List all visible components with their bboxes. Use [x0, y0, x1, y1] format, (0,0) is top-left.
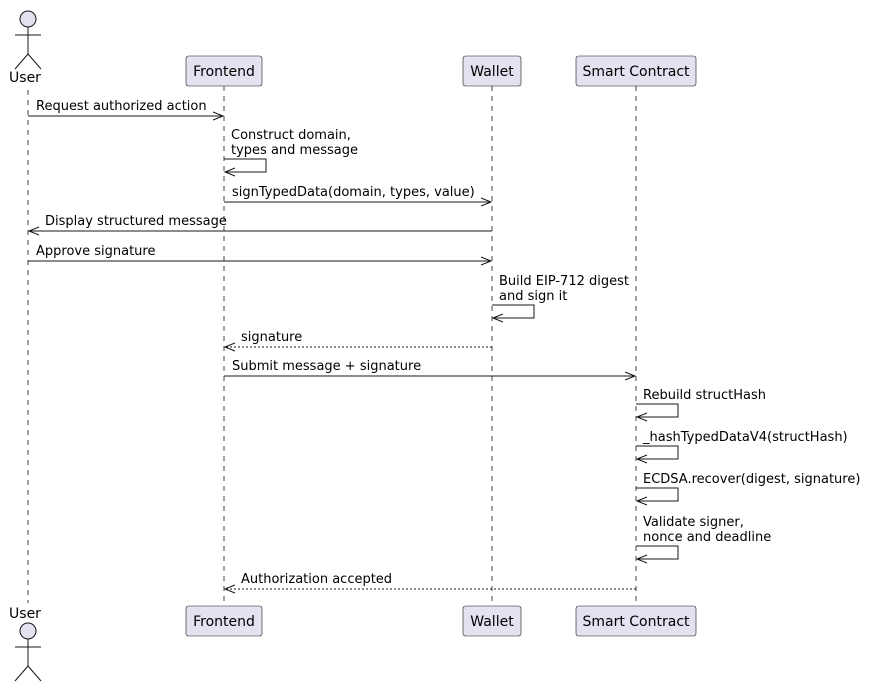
message-label: signature: [241, 330, 302, 345]
participant-label: Wallet: [470, 64, 514, 80]
message-label: nonce and deadline: [643, 530, 771, 545]
message-label: Request authorized action: [36, 99, 207, 114]
participant-box: [575, 605, 697, 637]
participant-label: User: [9, 70, 41, 86]
participant-box: [185, 55, 263, 87]
participant-box: [575, 55, 697, 87]
message-arrow-line: [636, 403, 679, 418]
message-arrow-line: [636, 487, 679, 502]
message-label: Construct domain,: [231, 128, 351, 143]
participant-user-top: User: [9, 10, 42, 86]
message-8: Submit message + signature: [224, 359, 637, 381]
arrowhead-icon: [223, 167, 236, 177]
participant-label: Frontend: [193, 614, 255, 630]
message-2: Construct domain,types and message: [223, 128, 358, 177]
message-label: _hashTypedDataV4(structHash): [642, 430, 848, 445]
participant-label: User: [9, 606, 41, 622]
arrowhead-icon: [624, 371, 637, 381]
arrowhead-icon: [491, 313, 504, 323]
actor-figure-icon: [14, 10, 42, 70]
message-7: signature: [223, 330, 492, 352]
participant-wallet-top: Wallet: [462, 55, 522, 87]
participant-label: Wallet: [470, 614, 514, 630]
message-label: types and message: [231, 143, 358, 158]
message-5: Approve signature: [28, 244, 493, 266]
participant-label: Smart Contract: [582, 64, 690, 80]
participant-label: Frontend: [193, 64, 255, 80]
message-1: Request authorized action: [28, 99, 225, 121]
arrowhead-icon: [223, 342, 236, 352]
arrowhead-icon: [480, 197, 493, 207]
message-label: signTypedData(domain, types, value): [232, 185, 475, 200]
message-arrow-line: [224, 158, 267, 173]
participant-user-bottom: User: [9, 606, 42, 682]
message-12: Validate signer,nonce and deadline: [635, 515, 771, 564]
message-arrow-line: [636, 545, 679, 560]
message-4: Display structured message: [27, 214, 492, 236]
message-11: ECDSA.recover(digest, signature): [635, 472, 860, 506]
message-3: signTypedData(domain, types, value): [224, 185, 493, 207]
participant-box: [185, 605, 263, 637]
arrowhead-icon: [635, 412, 648, 422]
message-13: Authorization accepted: [223, 572, 636, 594]
actor-figure-icon: [14, 622, 42, 682]
arrowhead-icon: [27, 226, 40, 236]
message-label: Rebuild structHash: [643, 388, 766, 403]
arrowhead-icon: [223, 584, 236, 594]
message-9: Rebuild structHash: [635, 388, 766, 422]
message-label: Display structured message: [45, 214, 227, 229]
participant-contract-bottom: Smart Contract: [575, 605, 697, 637]
message-label: Validate signer,: [643, 515, 744, 530]
message-arrow-line: [636, 445, 679, 460]
message-label: ECDSA.recover(digest, signature): [643, 472, 860, 487]
participant-wallet-bottom: Wallet: [462, 605, 522, 637]
message-label: Submit message + signature: [232, 359, 421, 374]
message-label: and sign it: [499, 289, 567, 304]
message-arrow-line: [492, 304, 535, 319]
arrowhead-icon: [635, 496, 648, 506]
participant-box: [462, 605, 522, 637]
message-label: Approve signature: [36, 244, 155, 259]
participants-top: User Frontend Wallet Smart Contract: [9, 10, 697, 87]
lifelines: [27, 86, 637, 606]
arrowhead-icon: [212, 111, 225, 121]
arrowhead-icon: [635, 454, 648, 464]
participant-frontend-top: Frontend: [185, 55, 263, 87]
message-label: Build EIP-712 digest: [499, 274, 629, 289]
message-label: Authorization accepted: [241, 572, 392, 587]
participant-contract-top: Smart Contract: [575, 55, 697, 87]
participant-box: [462, 55, 522, 87]
arrowhead-icon: [480, 256, 493, 266]
arrowhead-icon: [635, 554, 648, 564]
participant-frontend-bottom: Frontend: [185, 605, 263, 637]
message-10: _hashTypedDataV4(structHash): [635, 430, 848, 464]
participant-label: Smart Contract: [582, 614, 690, 630]
